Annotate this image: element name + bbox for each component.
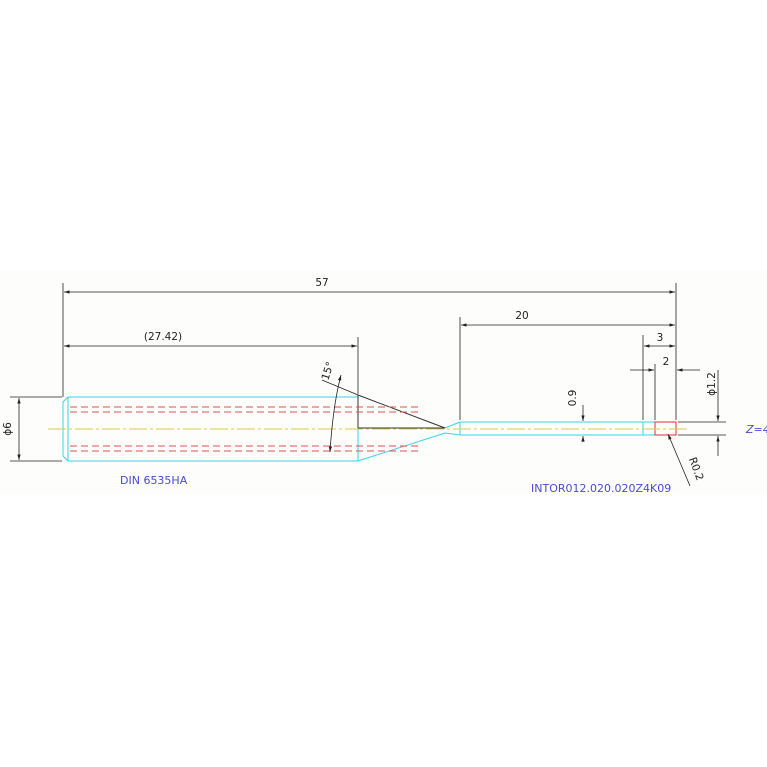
dim-tip-2: 2 xyxy=(663,356,670,368)
dim-tip-diameter: ϕ1.2 xyxy=(706,372,718,396)
neck-transition xyxy=(444,421,461,436)
angle-arc xyxy=(328,374,342,453)
dim-taper-angle: 15° xyxy=(320,360,337,381)
flutes-label: Z=4 xyxy=(745,423,767,436)
dim-overall-length: 57 xyxy=(315,277,328,289)
dimension-lines xyxy=(10,283,726,487)
dim-shank-diameter: ϕ6 xyxy=(2,422,14,436)
drawing-background xyxy=(0,270,767,495)
tip-connector xyxy=(643,421,655,436)
part-number-label: INTOR012.020.020Z4K09 xyxy=(531,482,671,495)
dim-tip-3: 3 xyxy=(657,332,664,344)
hidden-lines xyxy=(70,406,420,452)
taper-bottom xyxy=(357,432,446,462)
dim-corner-radius: R0.2 xyxy=(686,456,705,483)
dim-neck-diameter: 0.9 xyxy=(567,390,579,407)
dim-shank-length: (27.42) xyxy=(144,331,182,343)
radius-leader xyxy=(667,433,691,487)
standard-label: DIN 6535HA xyxy=(120,474,188,487)
dim-neck-length: 20 xyxy=(515,310,528,322)
